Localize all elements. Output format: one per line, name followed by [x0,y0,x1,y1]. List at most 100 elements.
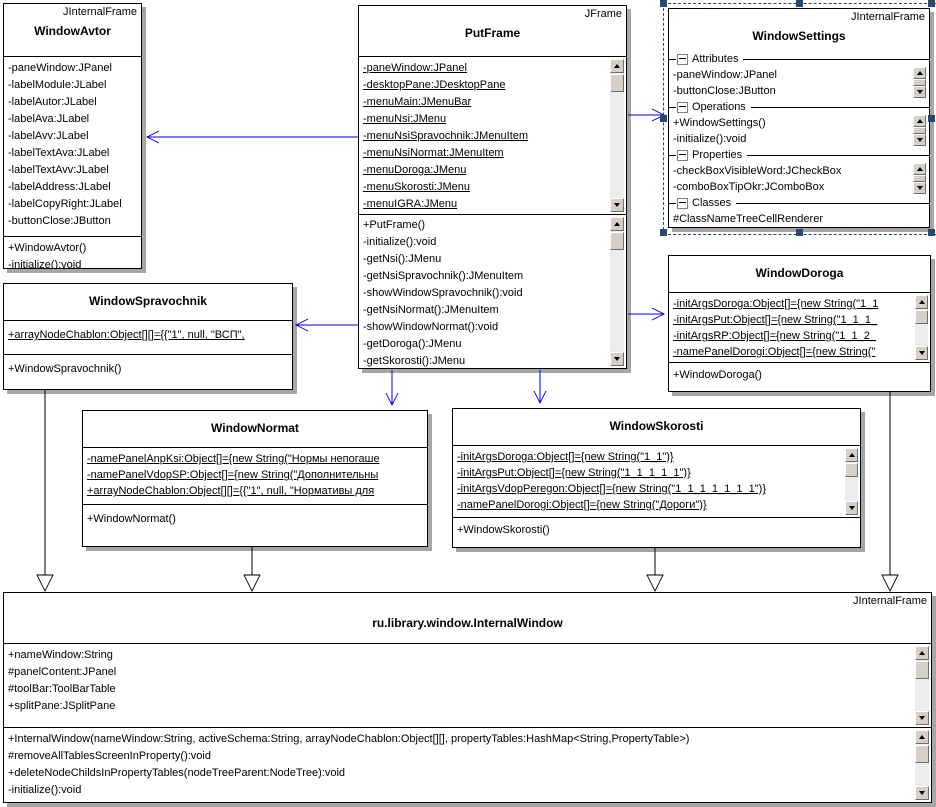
attribute-row[interactable]: +nameWindow:String [8,649,113,661]
attribute-row[interactable]: +splitPane:JSplitPane [8,700,116,712]
connector-putframe-windowspravochnik[interactable] [294,318,358,332]
attribute-row[interactable]: -initArgsPut:Object[]={new String("1_1_1… [457,467,691,479]
attribute-row[interactable]: -desktopPane:JDesktopPane [363,79,506,91]
scroll-up-icon[interactable] [845,448,858,462]
operation-row[interactable]: +InternalWindow(nameWindow:String, activ… [8,733,690,745]
selection-handle[interactable] [928,115,935,122]
attributes-scrollbar[interactable] [915,295,928,360]
attribute-row[interactable]: -labelAddress:JLabel [8,181,111,193]
selection-handle[interactable] [660,0,667,7]
attribute-row[interactable]: -menuNsi:JMenu [363,113,447,125]
attribute-row[interactable]: -namePanelDorogi:Object[]={new String(" [673,346,876,358]
attribute-row[interactable]: -labelAvv:JLabel [8,130,89,142]
attribute-row[interactable]: #toolBar:ToolBarTable [8,683,116,695]
collapse-icon[interactable] [677,149,688,161]
section-scrollbar[interactable] [913,163,926,194]
class-row[interactable]: #ClassNameTreeCellRenderer [673,213,823,225]
scroll-down-icon[interactable] [915,346,928,360]
connector-putframe-windowavtor[interactable] [145,130,358,144]
attribute-row[interactable]: -initArgsDoroga:Object[]={new String("1_… [457,451,674,463]
scroll-up-icon[interactable] [610,217,624,231]
operation-row[interactable]: +WindowNormat() [87,513,176,525]
attribute-row[interactable]: -labelAutor:JLabel [8,96,97,108]
attribute-row[interactable]: -namePanelAnpKsi:Object[]={new String("Н… [87,453,380,465]
section-scrollbar[interactable] [913,67,926,98]
operation-row[interactable]: -initialize():void [363,236,437,248]
operation-row[interactable]: +deleteNodeChildsInPropertyTables(nodeTr… [8,767,346,779]
attribute-row[interactable]: -initArgsPut:Object[]={new String("1_1_1… [673,314,878,326]
operation-row[interactable]: -getNsi():JMenu [363,253,442,265]
attribute-row[interactable]: -labelModule:JLabel [8,79,107,91]
class-box-windowdoroga[interactable]: WindowDoroga -initArgsDoroga:Object[]={n… [668,255,931,392]
scroll-thumb[interactable] [915,745,929,763]
scroll-thumb[interactable] [610,232,624,250]
operation-row[interactable]: -getNsiSpravochnik():JMenuItem [363,270,524,282]
attribute-row[interactable]: #panelContent:JPanel [8,666,117,678]
property-row[interactable]: -checkBoxVisibleWord:JCheckBox [673,165,842,177]
connector-putframe-windowsettings[interactable] [628,108,666,122]
operation-row[interactable]: +PutFrame() [363,219,426,231]
selection-handle[interactable] [928,229,935,236]
generalization-windownormat-internalwindow[interactable] [243,547,261,593]
operations-scrollbar[interactable] [915,730,929,800]
selection-handle[interactable] [928,0,935,7]
selection-handle[interactable] [796,0,803,7]
class-box-windowavtor[interactable]: JInternalFrame WindowAvtor -paneWindow:J… [3,3,142,269]
attribute-row[interactable]: -menuDoroga:JMenu [363,164,467,176]
collapse-icon[interactable] [677,101,688,113]
attribute-row[interactable]: -menuMain:JMenuBar [363,96,472,108]
scroll-up-icon[interactable] [913,115,926,127]
scroll-down-icon[interactable] [915,786,929,800]
scroll-down-icon[interactable] [913,134,926,146]
operation-row[interactable]: +WindowSkorosti() [457,524,550,536]
generalization-windowdoroga-internalwindow[interactable] [881,392,899,593]
attribute-row[interactable]: -paneWindow:JPanel [673,69,777,81]
attribute-row[interactable]: -labelTextAva:JLabel [8,147,110,159]
attribute-row[interactable]: -initArgsDoroga:Object[]={new String("1_… [673,298,879,310]
attribute-row[interactable]: -menuIGRA:JMenu [363,198,458,210]
operation-row[interactable]: +WindowDoroga() [673,369,762,381]
class-box-internalwindow[interactable]: JInternalFrame ru.library.window.Interna… [3,592,932,803]
attribute-row[interactable]: -labelAva:JLabel [8,113,90,125]
scroll-down-icon[interactable] [845,501,858,515]
scroll-up-icon[interactable] [913,67,926,79]
operation-row[interactable]: -getDoroga():JMenu [363,338,462,350]
attribute-row[interactable]: -menuNsiNormat:JMenuItem [363,147,504,159]
scroll-down-icon[interactable] [913,182,926,194]
scroll-thumb[interactable] [913,127,926,134]
operation-row[interactable]: -initialize():void [673,133,747,145]
connector-putframe-windowdoroga[interactable] [628,307,666,321]
attribute-row[interactable]: -menuNsiSpravochnik:JMenuItem [363,130,529,142]
attribute-row[interactable]: -labelCopyRight:JLabel [8,198,122,210]
scroll-up-icon[interactable] [915,646,929,660]
scroll-up-icon[interactable] [915,295,928,309]
scroll-up-icon[interactable] [915,730,929,744]
scroll-down-icon[interactable] [610,198,624,212]
operation-row[interactable]: -getSkorosti():JMenu [363,355,466,367]
scroll-down-icon[interactable] [913,86,926,98]
attribute-row[interactable]: +arrayNodeChablon:Object[][]={{"1", null… [87,485,375,497]
scroll-thumb[interactable] [915,310,928,324]
attribute-row[interactable]: -initArgsVdopPeregon:Object[]={new Strin… [457,483,766,495]
operation-row[interactable]: +WindowAvtor() [8,242,87,254]
scroll-thumb[interactable] [913,79,926,86]
operation-row[interactable]: +WindowSettings() [673,117,766,129]
attribute-row[interactable]: -paneWindow:JPanel [363,62,467,74]
attribute-row[interactable]: -buttonClose:JButton [673,85,776,97]
collapse-icon[interactable] [677,53,688,65]
attribute-row[interactable]: +arrayNodeChablon:Object[][]={{"1", null… [8,329,245,341]
attribute-row[interactable]: -namePanelDorogi:Object[]={new String("Д… [457,499,707,511]
operation-row[interactable]: #removeAllTablesScreenInProperty():void [8,750,211,762]
scroll-down-icon[interactable] [915,711,929,725]
attributes-scrollbar[interactable] [845,448,858,515]
generalization-windowskorosti-internalwindow[interactable] [646,548,664,593]
class-box-windowspravochnik[interactable]: WindowSpravochnik +arrayNodeChablon:Obje… [3,283,293,390]
operation-row[interactable]: +WindowSpravochnik() [8,363,122,375]
operations-scrollbar[interactable] [610,217,624,366]
attributes-scrollbar[interactable] [610,59,624,212]
class-box-windownormat[interactable]: WindowNormat -namePanelAnpKsi:Object[]={… [82,410,428,547]
class-box-windowskorosti[interactable]: WindowSkorosti -initArgsDoroga:Object[]=… [452,408,861,548]
scroll-thumb[interactable] [610,74,624,92]
operation-row[interactable]: -initialize():void [8,784,82,796]
attribute-row[interactable]: -menuSkorosti:JMenu [363,181,470,193]
